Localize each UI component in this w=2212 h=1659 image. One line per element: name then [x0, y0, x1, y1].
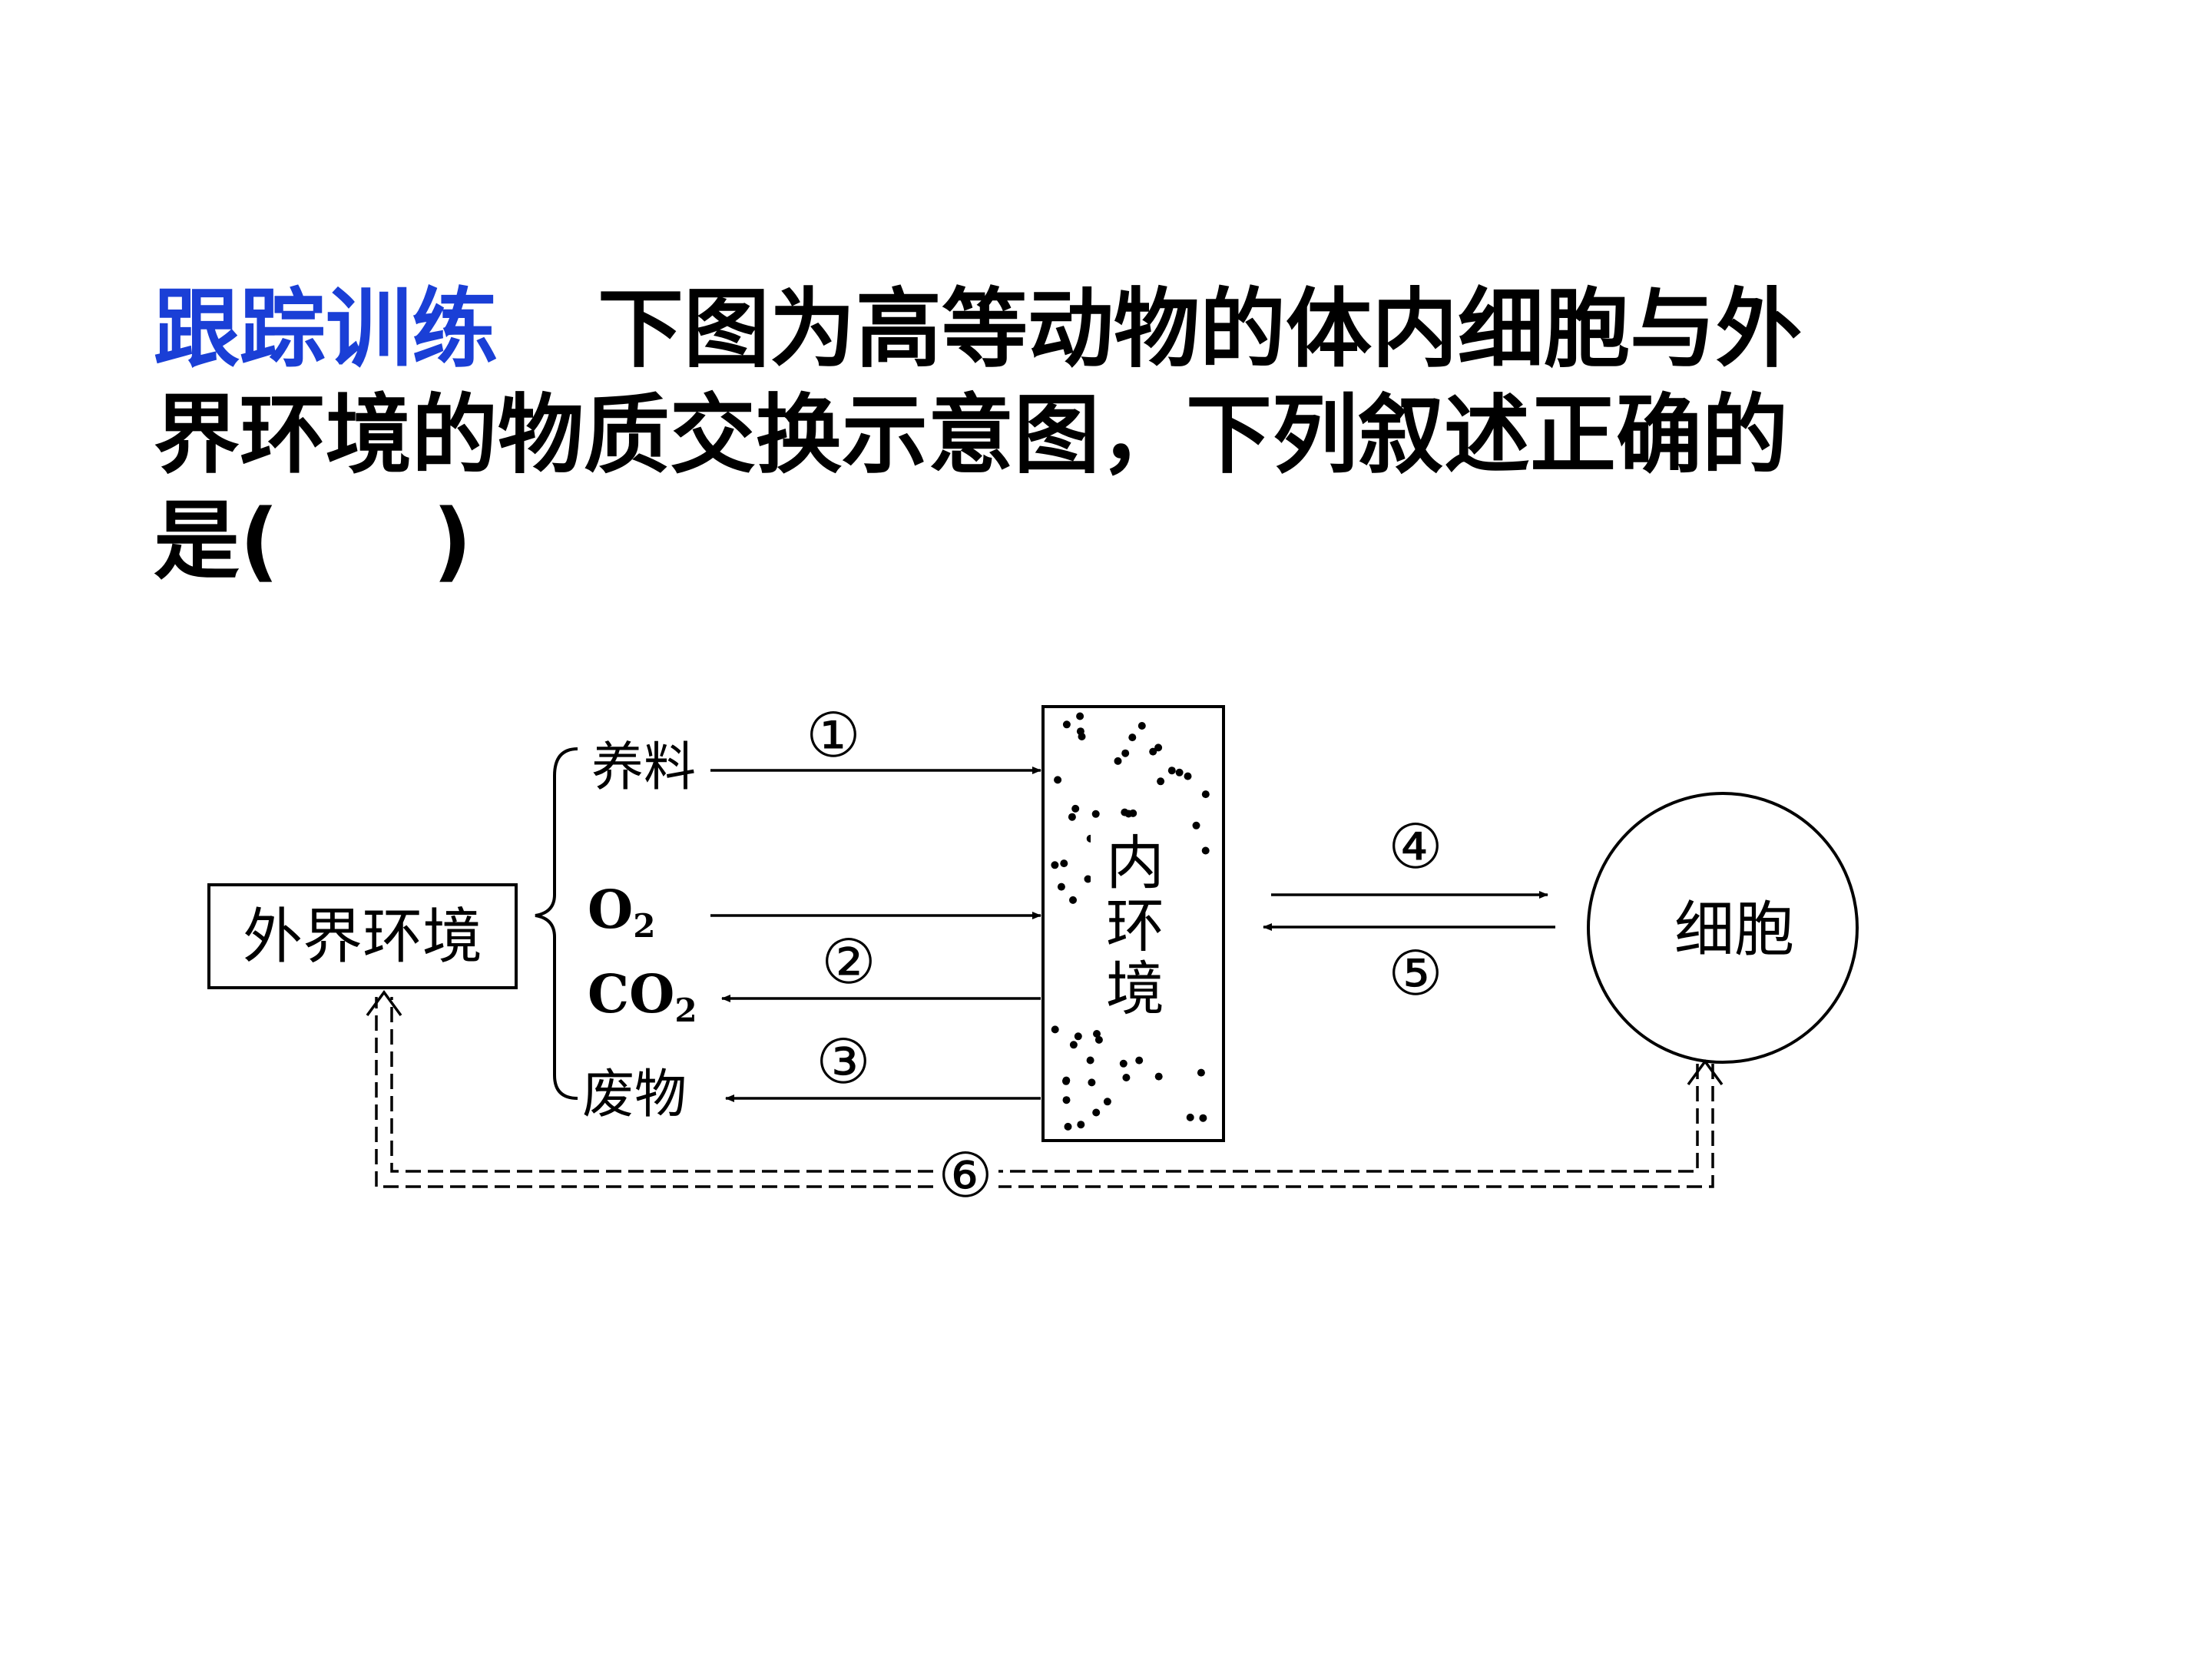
- question-text: 跟踪训练 下图为高等动物的体内细胞与外 界环境的物质交换示意图，下列叙述正确的 是…: [154, 276, 1959, 594]
- particle-dot: [1064, 1122, 1072, 1131]
- particle-dot: [1060, 859, 1068, 868]
- particle-dot: [1074, 1032, 1082, 1041]
- marker-1: ①: [806, 700, 861, 771]
- internal-env-char-1: 内: [1106, 829, 1164, 897]
- particle-dot: [1128, 733, 1137, 742]
- o2-label: O2: [588, 879, 655, 945]
- dashed-arrowhead-cell: [1687, 1059, 1724, 1086]
- particle-dot: [1184, 772, 1192, 780]
- particle-dot: [1051, 1025, 1059, 1034]
- question-line-3: 是(): [154, 488, 1959, 594]
- internal-env-char-3: 境: [1106, 955, 1164, 1023]
- particle-dot: [1192, 821, 1200, 830]
- particle-dot: [1069, 1041, 1078, 1049]
- particle-dot: [1071, 804, 1080, 813]
- question-line-2: 界环境的物质交换示意图，下列叙述正确的: [154, 386, 1788, 485]
- particle-dot: [1167, 767, 1176, 775]
- particle-dot: [1154, 743, 1163, 752]
- particle-dot: [1114, 757, 1122, 765]
- external-env-box: [207, 883, 518, 989]
- waste-label: 废物: [582, 1065, 687, 1125]
- cell-circle: [1587, 792, 1859, 1064]
- particle-dot: [1077, 1121, 1085, 1129]
- particle-dot: [1199, 1114, 1207, 1122]
- particle-dot: [1092, 1108, 1101, 1117]
- question-line1-text: 下图为高等动物的体内细胞与外: [598, 280, 1802, 379]
- marker-6: ⑥: [938, 1140, 993, 1211]
- co2-label: CO2: [588, 964, 697, 1029]
- particle-dot: [1157, 777, 1165, 786]
- internal-env-box: [1041, 705, 1225, 1142]
- question-line3-start: 是(: [154, 492, 280, 591]
- nutrients-label: 养料: [591, 737, 696, 798]
- particle-dot: [1076, 712, 1084, 720]
- grouping-brace: [535, 747, 578, 1100]
- particle-dot: [1091, 810, 1100, 818]
- particle-dot: [1119, 1059, 1128, 1068]
- particle-dot: [1186, 1113, 1194, 1121]
- particle-dot: [1103, 1098, 1111, 1106]
- particle-dot: [1062, 1077, 1070, 1085]
- particle-dot: [1062, 1096, 1071, 1104]
- marker-2: ②: [821, 926, 876, 998]
- marker-5: ⑤: [1388, 938, 1443, 1009]
- question-label: 跟踪训练: [154, 280, 498, 379]
- cell-label: 细胞: [1674, 896, 1794, 965]
- particle-dot: [1076, 727, 1084, 736]
- particle-dot: [1124, 810, 1133, 818]
- particle-dot: [1062, 720, 1071, 729]
- particle-dot: [1094, 1035, 1103, 1044]
- particle-dot: [1121, 749, 1130, 757]
- particle-dot: [1201, 790, 1210, 799]
- marker-4: ④: [1388, 811, 1443, 882]
- particle-dot: [1086, 1056, 1094, 1065]
- dashed-arrowhead-external: [366, 990, 402, 1017]
- particle-dot: [1154, 1072, 1163, 1081]
- particle-dot: [1084, 875, 1092, 883]
- particle-dot: [1137, 722, 1146, 730]
- particle-dot: [1057, 882, 1065, 891]
- particle-dot: [1054, 776, 1062, 784]
- particle-dot: [1093, 1030, 1101, 1038]
- particle-dot: [1135, 1056, 1144, 1065]
- particle-dot: [1122, 1074, 1131, 1081]
- dashed-exchange-path-6: [375, 997, 1714, 1188]
- question-line3-end: ): [432, 492, 472, 591]
- question-line-1: 跟踪训练 下图为高等动物的体内细胞与外: [154, 276, 1959, 382]
- internal-env-label-bg: [1091, 828, 1179, 1028]
- internal-env-char-2: 环: [1106, 892, 1164, 960]
- particle-dot: [1069, 896, 1077, 904]
- particle-dot: [1068, 813, 1076, 821]
- particle-dot: [1149, 747, 1157, 756]
- particle-dot: [1201, 846, 1210, 855]
- external-env-label: 外界环境: [243, 902, 482, 972]
- marker-3: ③: [816, 1026, 871, 1098]
- particle-dot: [1088, 1078, 1096, 1087]
- particle-dot: [1197, 1068, 1205, 1077]
- particle-dot: [1051, 861, 1059, 869]
- particle-dot: [1175, 768, 1184, 777]
